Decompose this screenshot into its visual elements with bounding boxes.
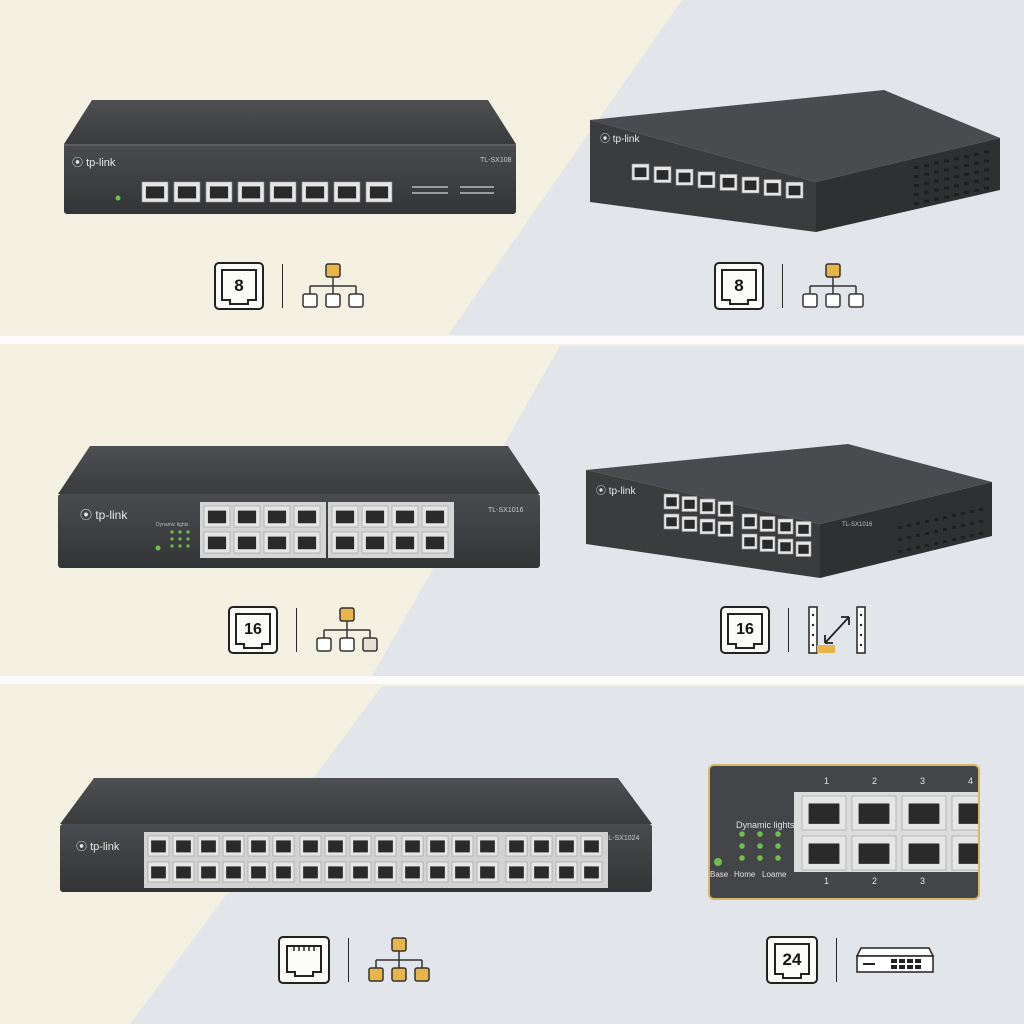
status-led — [178, 530, 182, 534]
port-number-bottom: 3 — [920, 876, 926, 886]
ethernet-port-icon: 16 — [228, 606, 278, 654]
row-divider — [0, 336, 1024, 344]
feature-icons — [278, 934, 431, 986]
ethernet-port-icon — [278, 936, 330, 984]
brand-logo: ⦿ tp-link — [76, 841, 120, 853]
hierarchy-icon — [368, 937, 430, 982]
status-led — [170, 530, 174, 534]
port-number-top: 2 — [872, 776, 878, 786]
brand-logo: ⦿ tp-link — [596, 486, 636, 497]
icon-separator — [348, 938, 349, 982]
status-led — [775, 855, 781, 861]
feature-icons: 8 — [214, 260, 365, 312]
ethernet-port-icon: 8 — [214, 262, 264, 310]
model-label: TL-SX1016 — [842, 522, 873, 528]
closeup-panel: Dynamic lights Base Home Loame 1 2 3 4 1… — [708, 764, 980, 900]
status-led — [757, 855, 763, 861]
icon-separator — [836, 938, 837, 982]
feature-icons: 8 — [714, 260, 865, 312]
closeup-panel-label: Dynamic lights — [736, 820, 795, 830]
port-number-top: 1 — [824, 776, 830, 786]
feature-icons: 16 — [720, 604, 867, 656]
led-label-2: Home — [734, 870, 756, 879]
brand-logo: ⦿ tp-link — [600, 134, 640, 145]
hierarchy-icon — [802, 263, 864, 308]
rack-mount-icon — [808, 606, 866, 654]
led-label-1: Base — [710, 870, 729, 879]
port-number-bottom: 2 — [872, 876, 878, 886]
status-led — [170, 537, 174, 541]
brand-logo: ⦿ tp-link — [72, 157, 116, 169]
closeup-ports — [714, 792, 978, 872]
switch-16-port-angled: TL-SX1016 — [586, 444, 992, 578]
model-label: TL-SX1024 — [604, 835, 640, 842]
status-led — [186, 544, 190, 548]
status-led — [186, 530, 190, 534]
led-label-3: Loame — [762, 870, 787, 879]
status-led — [178, 537, 182, 541]
status-led — [739, 831, 745, 837]
status-led — [775, 843, 781, 849]
feature-icons: 16 — [228, 604, 379, 656]
status-led — [757, 843, 763, 849]
brand-logo: ⦿ tp-link — [80, 508, 128, 522]
status-led — [186, 537, 190, 541]
hierarchy-icon — [316, 607, 378, 652]
switch-8-port-front: TL-SX108 — [64, 100, 516, 214]
status-led — [775, 831, 781, 837]
icon-separator — [782, 264, 783, 308]
status-led — [739, 855, 745, 861]
port-number-bottom: 1 — [824, 876, 830, 886]
status-led — [757, 831, 763, 837]
status-led — [170, 544, 174, 548]
icon-separator — [282, 264, 283, 308]
switch-device-icon — [855, 947, 935, 973]
switch-8-port-angled — [590, 90, 1000, 232]
switch-24-port-front: TL-SX1024 — [60, 778, 652, 892]
switch-16-port-front: TL-SX1016 Dynamic lights — [58, 446, 540, 568]
status-led — [178, 544, 182, 548]
row-divider — [0, 676, 1024, 684]
model-label: TL-SX108 — [480, 157, 512, 164]
panel-label: Dynamic lights — [156, 522, 189, 528]
status-led — [739, 843, 745, 849]
feature-icons: 24 — [766, 934, 935, 986]
ethernet-port-icon: 24 — [766, 936, 818, 984]
model-label: TL-SX1016 — [488, 507, 524, 514]
icon-separator — [296, 608, 297, 652]
ethernet-port-icon: 8 — [714, 262, 764, 310]
hierarchy-icon — [302, 263, 364, 308]
ethernet-port-icon: 16 — [720, 606, 770, 654]
icon-separator — [788, 608, 789, 652]
port-number-top: 3 — [920, 776, 926, 786]
port-number-top: 4 — [968, 776, 974, 786]
